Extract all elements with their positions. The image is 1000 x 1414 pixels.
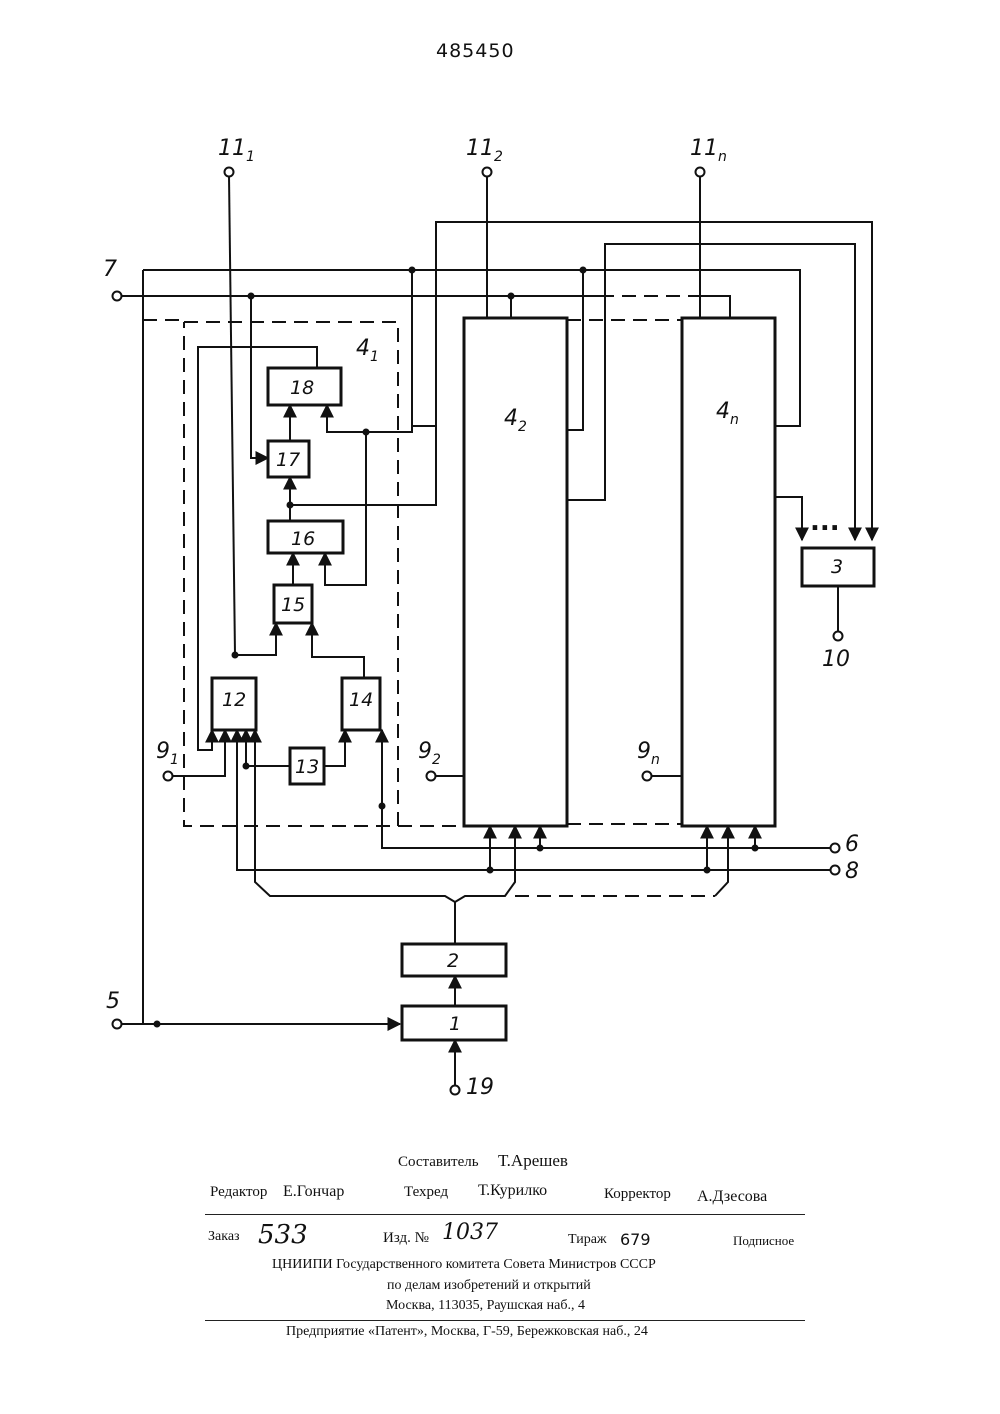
imprint-rule-bottom: [205, 1320, 805, 1321]
block-12-label: 12: [222, 689, 246, 711]
imprint-rule-top: [205, 1214, 805, 1215]
org-line-2: по делам изобретений и открытий: [387, 1278, 591, 1294]
block-4-1-label: 41: [356, 336, 379, 365]
block-3-label: 3: [831, 556, 843, 578]
org-line-1: ЦНИИПИ Государственного комитета Совета …: [272, 1257, 656, 1273]
org-line-3: Москва, 113035, Раушская наб., 4: [386, 1298, 585, 1314]
terminal-10-label: 10: [822, 647, 850, 672]
block-4-2: [464, 318, 567, 826]
order-label: Заказ: [208, 1229, 240, 1245]
block-13-label: 13: [295, 756, 319, 778]
block-16-label: 16: [291, 528, 315, 550]
block-1-label: 1: [449, 1013, 461, 1035]
terminal-9-2-label: 92: [418, 739, 441, 768]
editor-name: Е.Гончар: [283, 1183, 344, 1201]
blocks: [212, 318, 874, 1040]
terminal-11-1-label: 111: [218, 136, 255, 165]
terminal-7-label: 7: [103, 257, 117, 282]
ellipsis-label: ...: [810, 507, 840, 537]
subscription-label: Подписное: [733, 1233, 794, 1249]
compiler-label: Составитель: [398, 1154, 479, 1171]
techred-label: Техред: [404, 1184, 448, 1201]
corrector-label: Корректор: [604, 1186, 671, 1203]
order-number: 533: [258, 1220, 308, 1250]
terminal-5-label: 5: [106, 989, 120, 1014]
block-2-label: 2: [447, 950, 459, 972]
techred-name: Т.Курилко: [478, 1182, 547, 1200]
block-4-n: [682, 318, 775, 826]
terminal-6-label: 6: [845, 832, 859, 857]
issue-number: 1037: [442, 1220, 498, 1245]
compiler-name: Т.Арешев: [498, 1151, 568, 1171]
terminal-9-1-label: 91: [156, 739, 179, 768]
block-15-label: 15: [281, 594, 305, 616]
terminal-8-label: 8: [845, 859, 859, 884]
terminal-11-n-label: 11n: [690, 136, 727, 165]
block-17-label: 17: [276, 449, 300, 471]
terminal-19-label: 19: [466, 1075, 494, 1100]
corrector-name: А.Дзесова: [697, 1188, 767, 1206]
terminal-11-2-label: 112: [466, 136, 503, 165]
block-18-label: 18: [290, 377, 314, 399]
circulation-label: Тираж: [568, 1232, 607, 1248]
circulation-number: 679: [620, 1230, 651, 1249]
terminal-9-n-label: 9n: [637, 739, 660, 768]
printer-line: Предприятие «Патент», Москва, Г-59, Бере…: [286, 1324, 648, 1340]
block-14-label: 14: [349, 689, 373, 711]
editor-label: Редактор: [210, 1184, 267, 1201]
issue-label: Изд. №: [383, 1230, 429, 1247]
